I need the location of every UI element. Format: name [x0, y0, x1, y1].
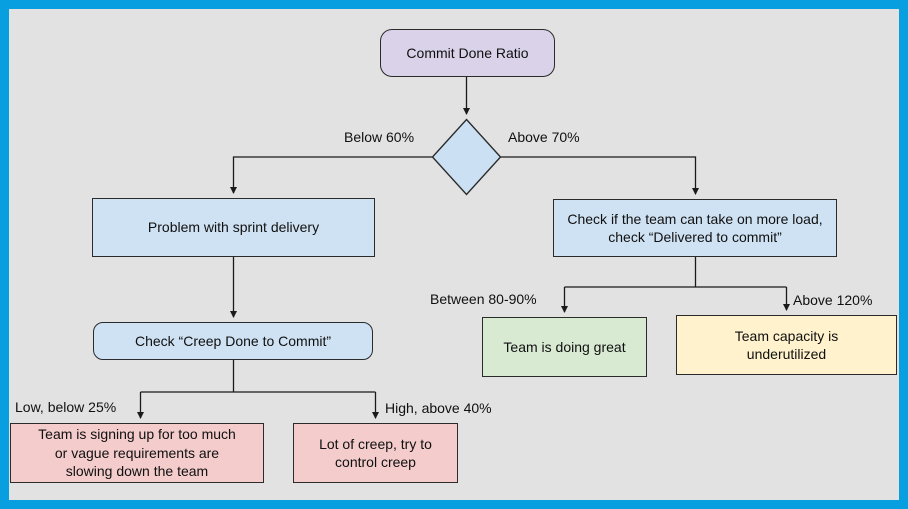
node-problem-sprint-delivery: Problem with sprint delivery — [92, 198, 375, 257]
node-too-much-label: Team is signing up for too much or vague… — [38, 426, 236, 480]
node-check-team-load: Check if the team can take on more load,… — [553, 199, 837, 257]
start-node-label: Commit Done Ratio — [406, 44, 529, 61]
edge-label-between-80-90: Between 80-90% — [430, 291, 537, 307]
edge-label-below-60: Below 60% — [344, 129, 415, 145]
node-check-creep-done-to-commit: Check “Creep Done to Commit” — [93, 322, 373, 360]
node-signing-up-too-much: Team is signing up for too much or vague… — [10, 423, 264, 483]
node-doing-great-label: Team is doing great — [503, 338, 626, 355]
node-team-doing-great: Team is doing great — [482, 317, 647, 377]
decision-diamond — [431, 118, 502, 196]
edge-label-above-120: Above 120% — [793, 292, 873, 308]
node-check-load-label: Check if the team can take on more load,… — [567, 210, 823, 245]
edge-label-low-below-25: Low, below 25% — [15, 399, 117, 415]
edge-label-above-70: Above 70% — [508, 129, 580, 145]
node-creep-control-label: Lot of creep, try to control creep — [319, 435, 432, 470]
node-problem-label: Problem with sprint delivery — [147, 219, 320, 236]
node-underutilized-label: Team capacity is underutilized — [734, 327, 839, 362]
node-control-creep: Lot of creep, try to control creep — [293, 423, 458, 483]
node-check-creep-label: Check “Creep Done to Commit” — [134, 332, 332, 349]
edge-label-high-above-40: High, above 40% — [385, 400, 492, 416]
start-node-commit-done-ratio: Commit Done Ratio — [380, 29, 555, 77]
node-team-capacity-underutilized: Team capacity is underutilized — [676, 315, 897, 375]
